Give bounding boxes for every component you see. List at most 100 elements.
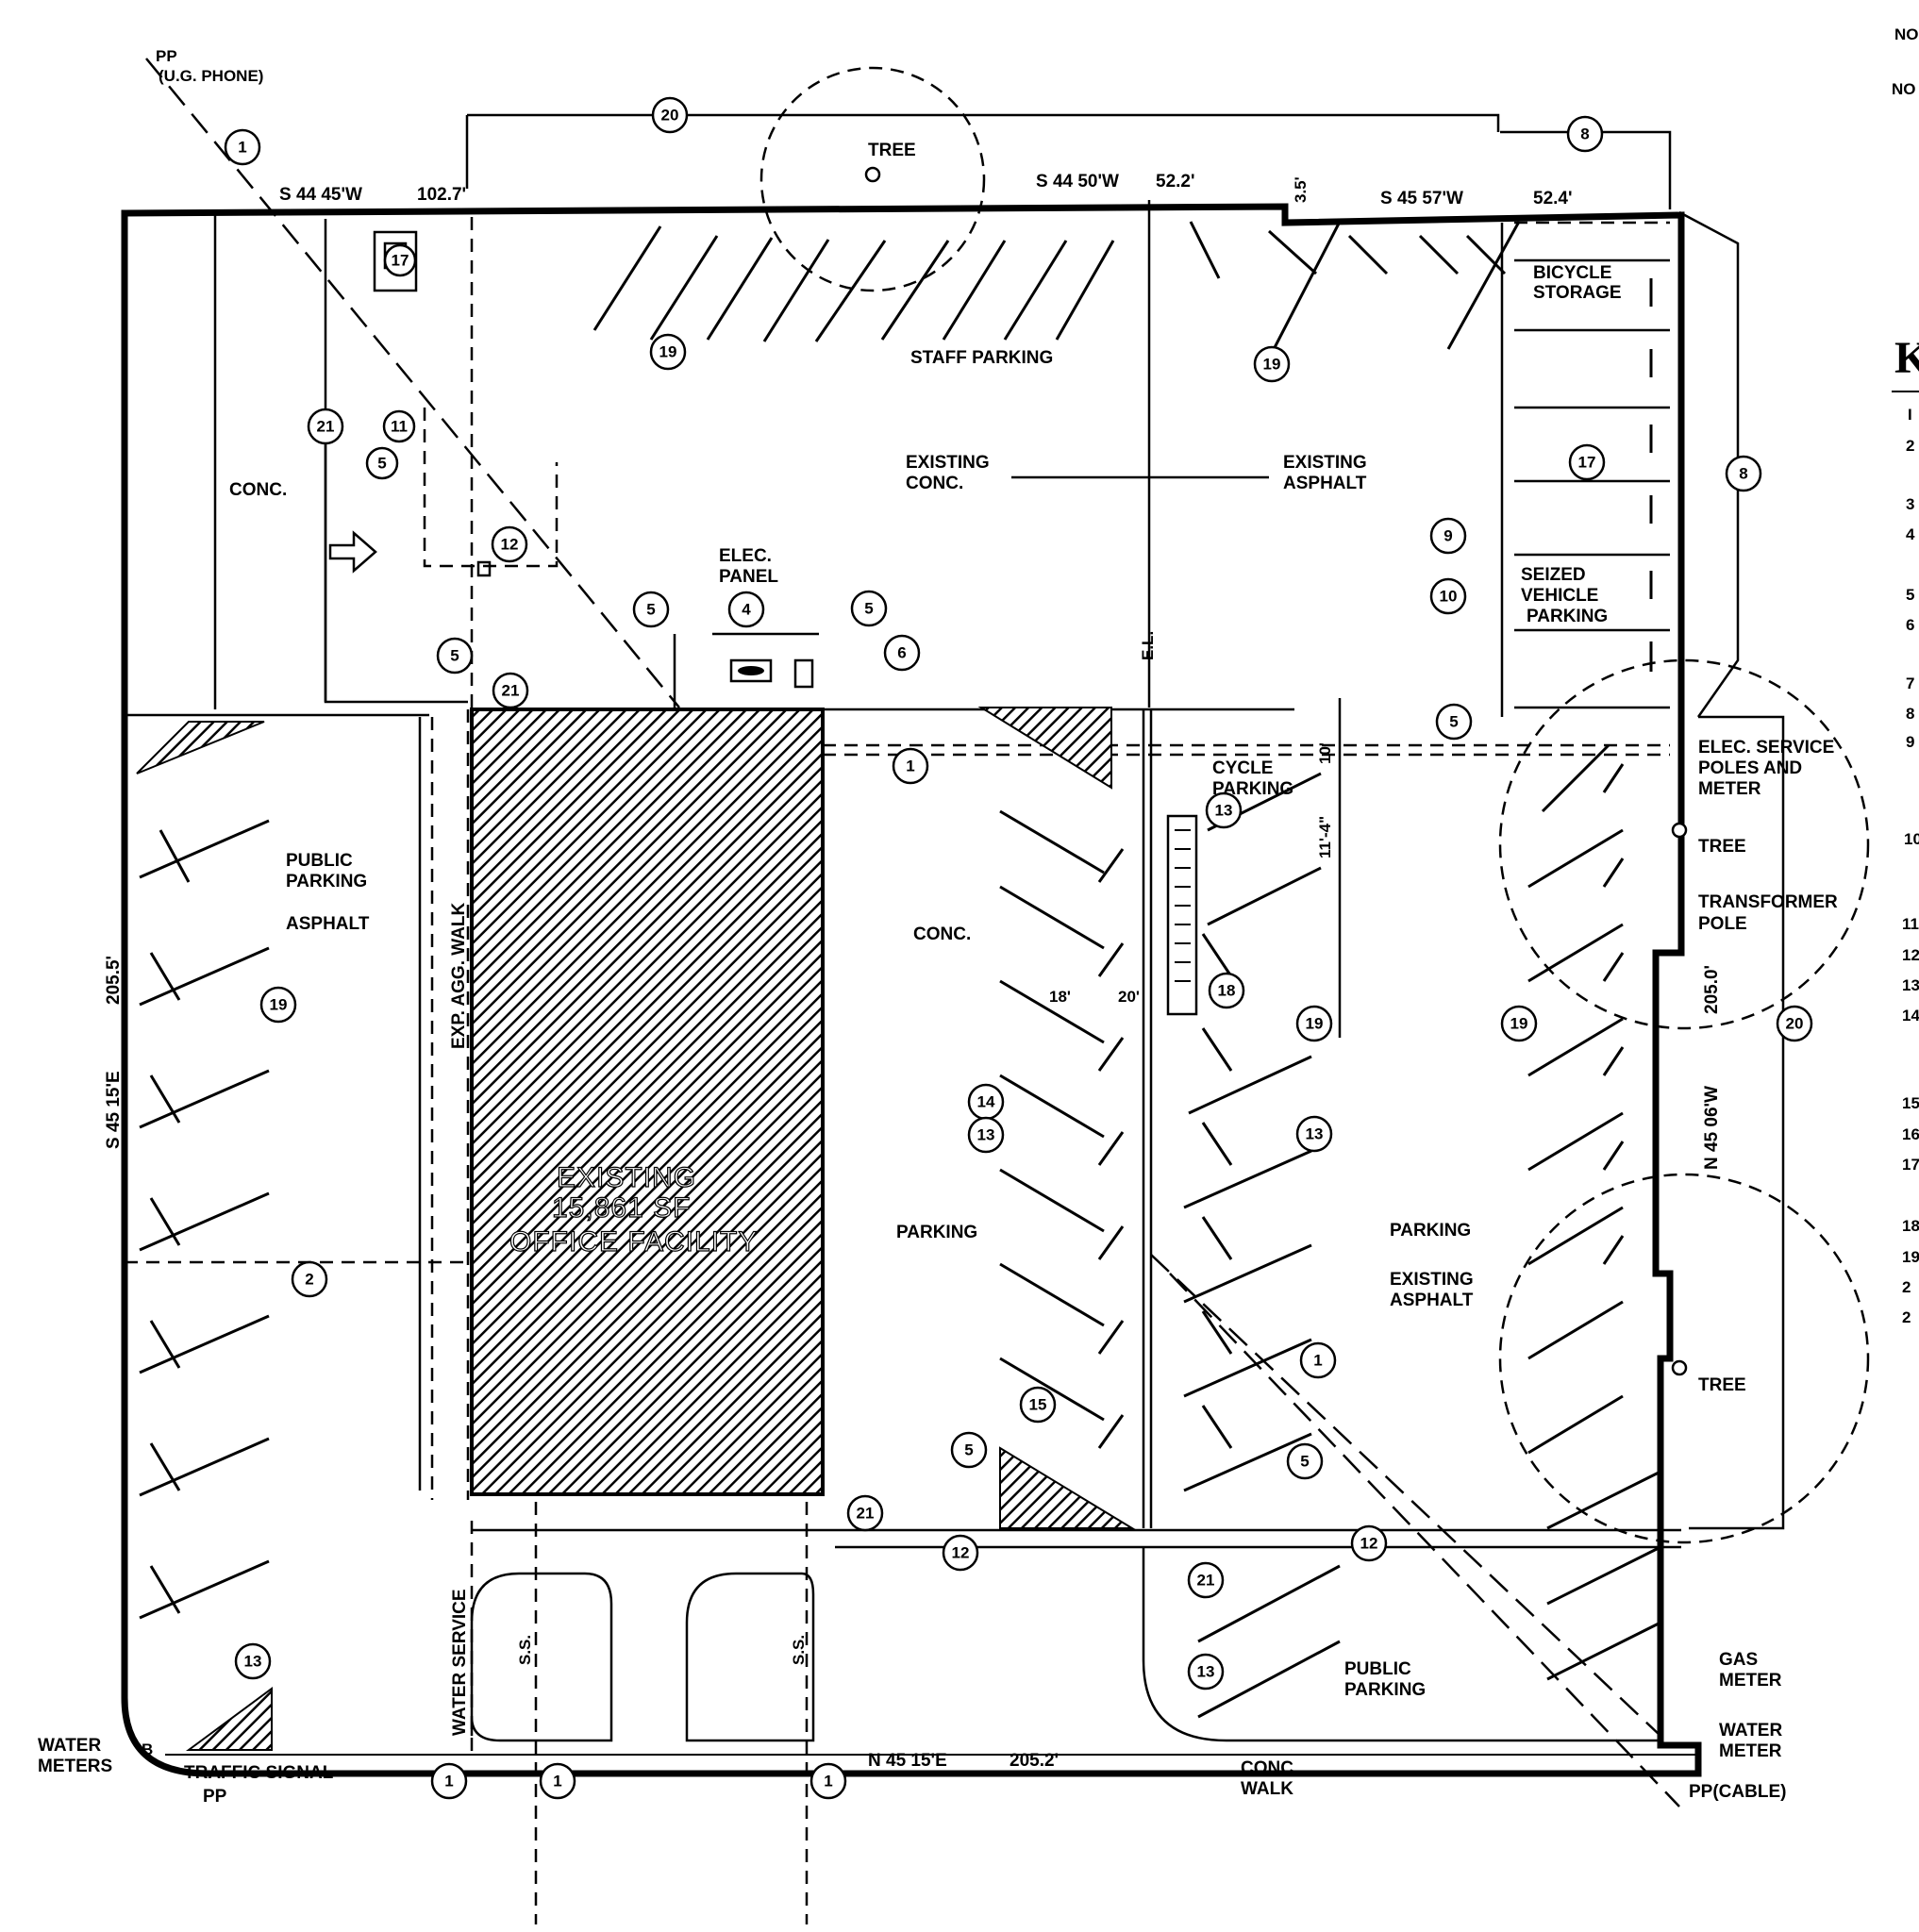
callout-2: 2 xyxy=(291,1260,328,1298)
key-item: 17 xyxy=(1902,1156,1919,1174)
public-parking-label-3: PUBLIC xyxy=(1344,1659,1411,1679)
callouts: 1 20 8 17 19 19 17 8 21 11 5 12 9 10 5 4… xyxy=(224,96,1813,1800)
svg-text:5: 5 xyxy=(864,600,873,618)
callout-15: 15 xyxy=(1019,1386,1057,1424)
svg-text:19: 19 xyxy=(1510,1015,1528,1033)
key-item: 2 xyxy=(1902,1278,1911,1296)
callout-13: 13 xyxy=(1187,1653,1225,1690)
callout-1: 1 xyxy=(539,1762,576,1800)
staff-parking-label: STAFF PARKING xyxy=(910,348,1053,368)
bearing-jog: 3.5' xyxy=(1292,176,1310,203)
svg-text:1: 1 xyxy=(444,1773,453,1790)
key-item: 13 xyxy=(1902,976,1919,994)
svg-text:13: 13 xyxy=(244,1653,262,1671)
svg-text:1: 1 xyxy=(906,758,914,775)
svg-text:8: 8 xyxy=(1739,465,1747,483)
site-lines xyxy=(125,58,1870,1924)
callout-1: 1 xyxy=(809,1762,847,1800)
note-no-2: NO xyxy=(1892,80,1916,98)
key-item: 18 xyxy=(1902,1217,1919,1235)
callout-12: 12 xyxy=(491,525,528,563)
existing-asphalt-label-4: ASPHALT xyxy=(1390,1291,1474,1310)
svg-text:19: 19 xyxy=(1306,1015,1324,1033)
gas-meter-label-1: GAS xyxy=(1719,1650,1758,1670)
key-item: 16 xyxy=(1902,1125,1919,1143)
callout-13: 13 xyxy=(967,1116,1005,1154)
callout-9: 9 xyxy=(1429,517,1467,555)
callout-18: 19 xyxy=(649,333,687,371)
conc-label-center: CONC. xyxy=(913,924,971,944)
callout-5: 5 xyxy=(1435,703,1473,741)
callout-18: 19 xyxy=(1253,345,1291,383)
building-label-line2: 15,861 SF xyxy=(552,1192,691,1224)
key-item: 8 xyxy=(1906,705,1914,723)
pp-label: PP xyxy=(156,47,177,65)
callout-20: 21 xyxy=(307,408,344,445)
callout-19: 20 xyxy=(1776,1005,1813,1042)
key-item: 19 xyxy=(1902,1248,1919,1266)
svg-text:12: 12 xyxy=(952,1544,970,1562)
callout-6: 6 xyxy=(883,634,921,672)
svg-text:12: 12 xyxy=(501,536,519,554)
bearing-top-right: S 45 57'W xyxy=(1380,189,1463,208)
ug-phone-label: (U.G. PHONE) xyxy=(159,67,263,85)
water-meter-label-1: WATER xyxy=(1719,1721,1782,1740)
bearing-bottom-length: 205.2' xyxy=(1010,1751,1059,1771)
dim-11-4-label: 11'-4" xyxy=(1316,816,1334,858)
svg-text:21: 21 xyxy=(317,418,335,436)
callout-13: 13 xyxy=(234,1642,272,1680)
bearing-top-right-length: 52.4' xyxy=(1533,189,1573,208)
svg-text:4: 4 xyxy=(742,601,751,619)
svg-text:9: 9 xyxy=(1443,527,1452,545)
seized-label-3: PARKING xyxy=(1527,607,1608,626)
callout-21: 21 xyxy=(492,672,529,709)
conc-label-left: CONC. xyxy=(229,480,287,500)
parking-stalls xyxy=(139,221,1661,1719)
callout-18: 19 xyxy=(1500,1005,1538,1042)
bicycle-storage-label-2: STORAGE xyxy=(1533,283,1622,303)
elec-service-label-3: METER xyxy=(1698,779,1761,799)
elec-service-label-2: POLES AND xyxy=(1698,758,1802,778)
svg-text:13: 13 xyxy=(1306,1125,1324,1143)
key-item: 4 xyxy=(1906,525,1915,543)
svg-text:18: 18 xyxy=(1218,982,1236,1000)
key-item: 14 xyxy=(1902,1007,1919,1024)
building-label-line1: EXISTING xyxy=(557,1162,696,1193)
asphalt-label-left: ASPHALT xyxy=(286,914,370,934)
existing-asphalt-label-2: ASPHALT xyxy=(1283,474,1367,493)
parking-label-center: PARKING xyxy=(896,1223,977,1242)
property-boundary xyxy=(121,203,1702,1777)
callout-20: 21 xyxy=(1187,1561,1225,1599)
svg-text:5: 5 xyxy=(377,455,386,473)
callout-4: 4 xyxy=(727,591,765,628)
plan-labels: PP (U.G. PHONE) TREE STAFF PARKING EXIST… xyxy=(38,47,1838,1807)
svg-text:20: 20 xyxy=(1786,1015,1804,1033)
svg-text:13: 13 xyxy=(977,1126,995,1144)
svg-text:8: 8 xyxy=(1580,125,1589,143)
seized-label-1: SEIZED xyxy=(1521,565,1586,585)
callout-1: 1 xyxy=(892,747,929,785)
svg-text:21: 21 xyxy=(857,1505,875,1523)
callout-16: 17 xyxy=(383,243,417,277)
callout-5: 5 xyxy=(436,637,474,675)
callout-1: 1 xyxy=(430,1762,468,1800)
callout-12: 12 xyxy=(942,1534,979,1572)
svg-text:14: 14 xyxy=(977,1093,995,1111)
svg-text:1: 1 xyxy=(553,1773,561,1790)
tree-label-right-2: TREE xyxy=(1698,1375,1746,1395)
key-item: I xyxy=(1908,406,1912,424)
key-item: 11. xyxy=(1902,915,1919,933)
existing-asphalt-label-3: EXISTING xyxy=(1390,1270,1474,1290)
key-item: 2 xyxy=(1902,1308,1911,1326)
svg-text:6: 6 xyxy=(897,644,906,662)
bearing-top-left-length: 102.7' xyxy=(417,185,466,205)
sheet-key-fragment: NO NO K I 2 3 4 5 6 7 8 9 10 11. 12 13 1… xyxy=(1892,25,1919,1326)
traffic-signal-label: TRAFFIC SIGNAL xyxy=(184,1763,334,1783)
callout-8: 8 xyxy=(1566,115,1604,153)
callout-21: 21 xyxy=(846,1494,884,1532)
callout-13: 13 xyxy=(1205,791,1243,829)
svg-text:5: 5 xyxy=(964,1441,973,1459)
water-meters-label-1: WATER xyxy=(38,1736,101,1756)
bicycle-storage-label-1: BICYCLE xyxy=(1533,263,1611,283)
callout-12: 12 xyxy=(1350,1524,1388,1562)
